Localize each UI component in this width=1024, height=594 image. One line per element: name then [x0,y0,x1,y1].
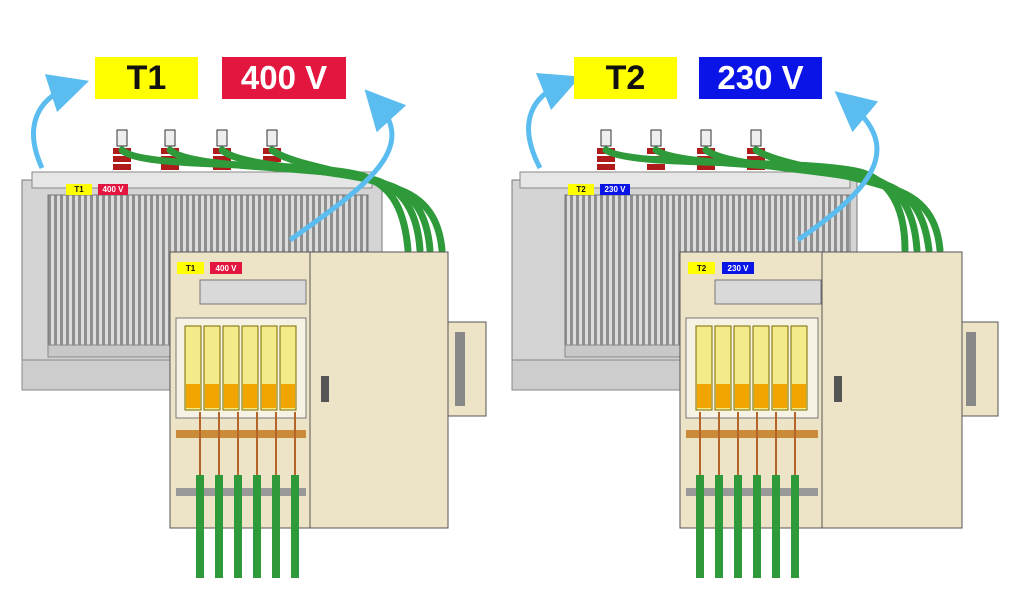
door-handle [321,376,329,402]
t1-cabinet-voltage-tag: 400 V [210,262,242,274]
door-handle [834,376,842,402]
t1-title-label: T1 [95,57,198,99]
t2-title-label: T2 [574,57,677,99]
breaker-row [184,325,297,411]
feed-cables [602,146,944,254]
t1-tank-voltage-tag: 400 V [98,184,128,195]
breaker-row [695,325,808,411]
switch-cabinet [169,251,487,578]
t2-tank-tag: T2 [568,184,594,195]
unit-t2 [511,73,999,578]
t1-voltage-label: 400 V [222,57,346,99]
t2-cabinet-voltage-tag: 230 V [722,262,754,274]
flow-arrows [526,73,880,243]
t2-tank-voltage-tag: 230 V [600,184,630,195]
feed-cables [118,146,446,254]
flow-arrows [31,74,407,243]
t2-cabinet-tag: T2 [688,262,715,274]
t1-tank-tag: T1 [66,184,92,195]
t1-cabinet-tag: T1 [177,262,204,274]
unit-t1 [21,74,487,578]
t2-voltage-label: 230 V [699,57,822,99]
switch-cabinet [679,251,999,578]
